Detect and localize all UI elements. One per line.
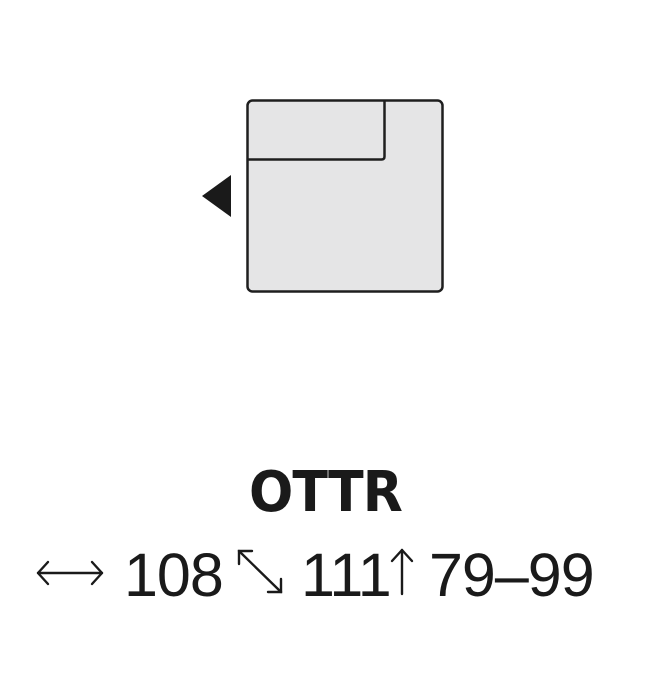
dimensions-row: 108 111 79–99 (0, 540, 651, 610)
back-cushion (247, 100, 386, 161)
horizontal-double-arrow-icon (36, 560, 104, 586)
up-arrow-icon (390, 548, 414, 596)
model-name: OTTR (249, 460, 403, 525)
diagonal-double-arrow-icon (237, 549, 283, 594)
depth-value: 111 (301, 541, 392, 609)
sofa-module-diagram (0, 0, 651, 320)
direction-arrow-left-icon (202, 175, 231, 217)
seat-outline (246, 99, 444, 293)
module-top-view (202, 99, 444, 293)
width-value: 108 (124, 541, 224, 609)
height-value: 79–99 (429, 541, 595, 609)
